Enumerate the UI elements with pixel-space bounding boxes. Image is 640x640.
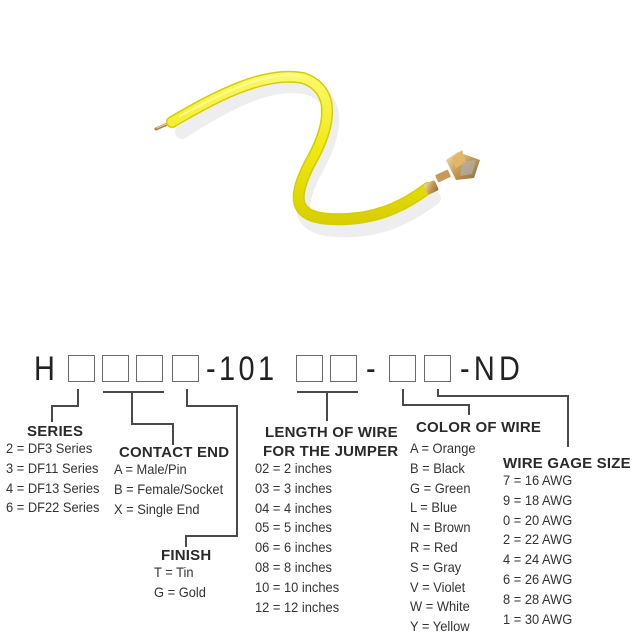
color-item: L = Blue [410, 499, 458, 516]
gage-item: 7 = 16 AWG [503, 472, 573, 488]
finish-item: G = Gold [154, 583, 206, 600]
length-item: 10 = 10 inches [255, 578, 340, 595]
finish-connector-line [185, 535, 187, 547]
color-item: N = Brown [410, 519, 471, 536]
color-item: R = Red [410, 538, 458, 555]
contact-end-connector-line [131, 423, 173, 425]
color-of-wire-title: COLOR OF WIRE [416, 419, 542, 436]
series-connector-line [51, 405, 79, 407]
gage-item: 8 = 28 AWG [503, 590, 573, 607]
contact-end-item: X = Single End [114, 500, 200, 517]
series-box [68, 355, 95, 382]
finish-connector-line [185, 535, 238, 537]
series-connector-line [77, 389, 79, 406]
contact-end-item: B = Female/Socket [114, 480, 224, 497]
contact-end-connector-line [103, 391, 164, 393]
finish-connector-line [236, 405, 238, 536]
series-list: 2 = DF3 Series 3 = DF11 Series 4 = DF13 … [6, 439, 108, 518]
color-connector-line [402, 389, 404, 405]
contact-end-item: A = Male/Pin [114, 461, 187, 477]
gage-item: 6 = 26 AWG [503, 570, 573, 587]
contact-end-connector-line [131, 391, 133, 424]
gage-connector-line [567, 395, 569, 447]
product-image [154, 70, 480, 238]
length-item: 04 = 4 inches [255, 499, 332, 516]
wire-gage-list: 7 = 16 AWG 9 = 18 AWG 0 = 20 AWG 2 = 22 … [503, 471, 578, 629]
contact-end-list: A = Male/Pin B = Female/Socket X = Singl… [114, 460, 233, 519]
length-box-2 [330, 355, 357, 382]
part-number-dash: - [366, 350, 376, 388]
finish-box [172, 355, 199, 382]
gage-item: 0 = 20 AWG [503, 511, 573, 528]
part-number-suffix: -ND [460, 350, 525, 388]
finish-item: T = Tin [154, 564, 194, 580]
series-item: 2 = DF3 Series [6, 440, 93, 456]
color-box [389, 355, 416, 382]
length-item: 02 = 2 inches [255, 460, 332, 476]
color-of-wire-list: A = Orange B = Black G = Green L = Blue … [410, 439, 481, 637]
color-item: V = Violet [410, 578, 466, 595]
length-connector-line [297, 391, 358, 393]
series-item: 3 = DF11 Series [6, 459, 99, 476]
gage-box [424, 355, 451, 382]
length-list: 02 = 2 inches 03 = 3 inches 04 = 4 inche… [255, 459, 346, 617]
length-item: 12 = 12 inches [255, 598, 340, 615]
contact-end-connector-line [172, 423, 174, 445]
wire-gage-title: WIRE GAGE SIZE [503, 455, 631, 472]
gage-item: 4 = 24 AWG [503, 551, 573, 568]
color-connector-line [402, 404, 469, 406]
series-title: SERIES [27, 423, 84, 440]
contact-end-box-1 [102, 355, 129, 382]
color-item: S = Gray [410, 558, 462, 575]
finish-connector-line [186, 389, 188, 406]
gage-item: 1 = 30 AWG [503, 610, 573, 627]
length-item: 03 = 3 inches [255, 479, 332, 496]
finish-list: T = Tin G = Gold [154, 563, 210, 603]
length-item: 06 = 6 inches [255, 539, 332, 556]
color-connector-line [468, 404, 470, 415]
finish-title: FINISH [161, 547, 212, 564]
jumper-wire-illustration [154, 70, 480, 238]
gage-connector-line [437, 395, 568, 397]
length-title-line1: LENGTH OF WIRE [265, 424, 398, 441]
color-item: A = Orange [410, 440, 476, 456]
color-item: B = Black [410, 459, 465, 476]
color-item: Y = Yellow [410, 618, 470, 635]
series-item: 4 = DF13 Series [6, 479, 100, 496]
color-item: G = Green [410, 479, 471, 496]
gage-item: 2 = 22 AWG [503, 531, 573, 548]
series-connector-line [51, 405, 53, 422]
color-item: W = White [410, 598, 470, 615]
part-number-middle: -101 [206, 350, 278, 388]
series-item: 6 = DF22 Series [6, 499, 100, 516]
finish-connector-line [186, 405, 237, 407]
gage-item: 9 = 18 AWG [503, 491, 573, 508]
contact-end-box-2 [136, 355, 163, 382]
part-number-prefix: H [34, 350, 55, 388]
contact-end-title: CONTACT END [119, 444, 230, 461]
socket-contact-icon [424, 150, 480, 195]
length-box-1 [296, 355, 323, 382]
length-item: 08 = 8 inches [255, 558, 332, 575]
length-item: 05 = 5 inches [255, 519, 332, 536]
gage-connector-line [437, 389, 439, 396]
length-connector-line [326, 391, 328, 421]
length-title-line2: FOR THE JUMPER [263, 443, 399, 460]
